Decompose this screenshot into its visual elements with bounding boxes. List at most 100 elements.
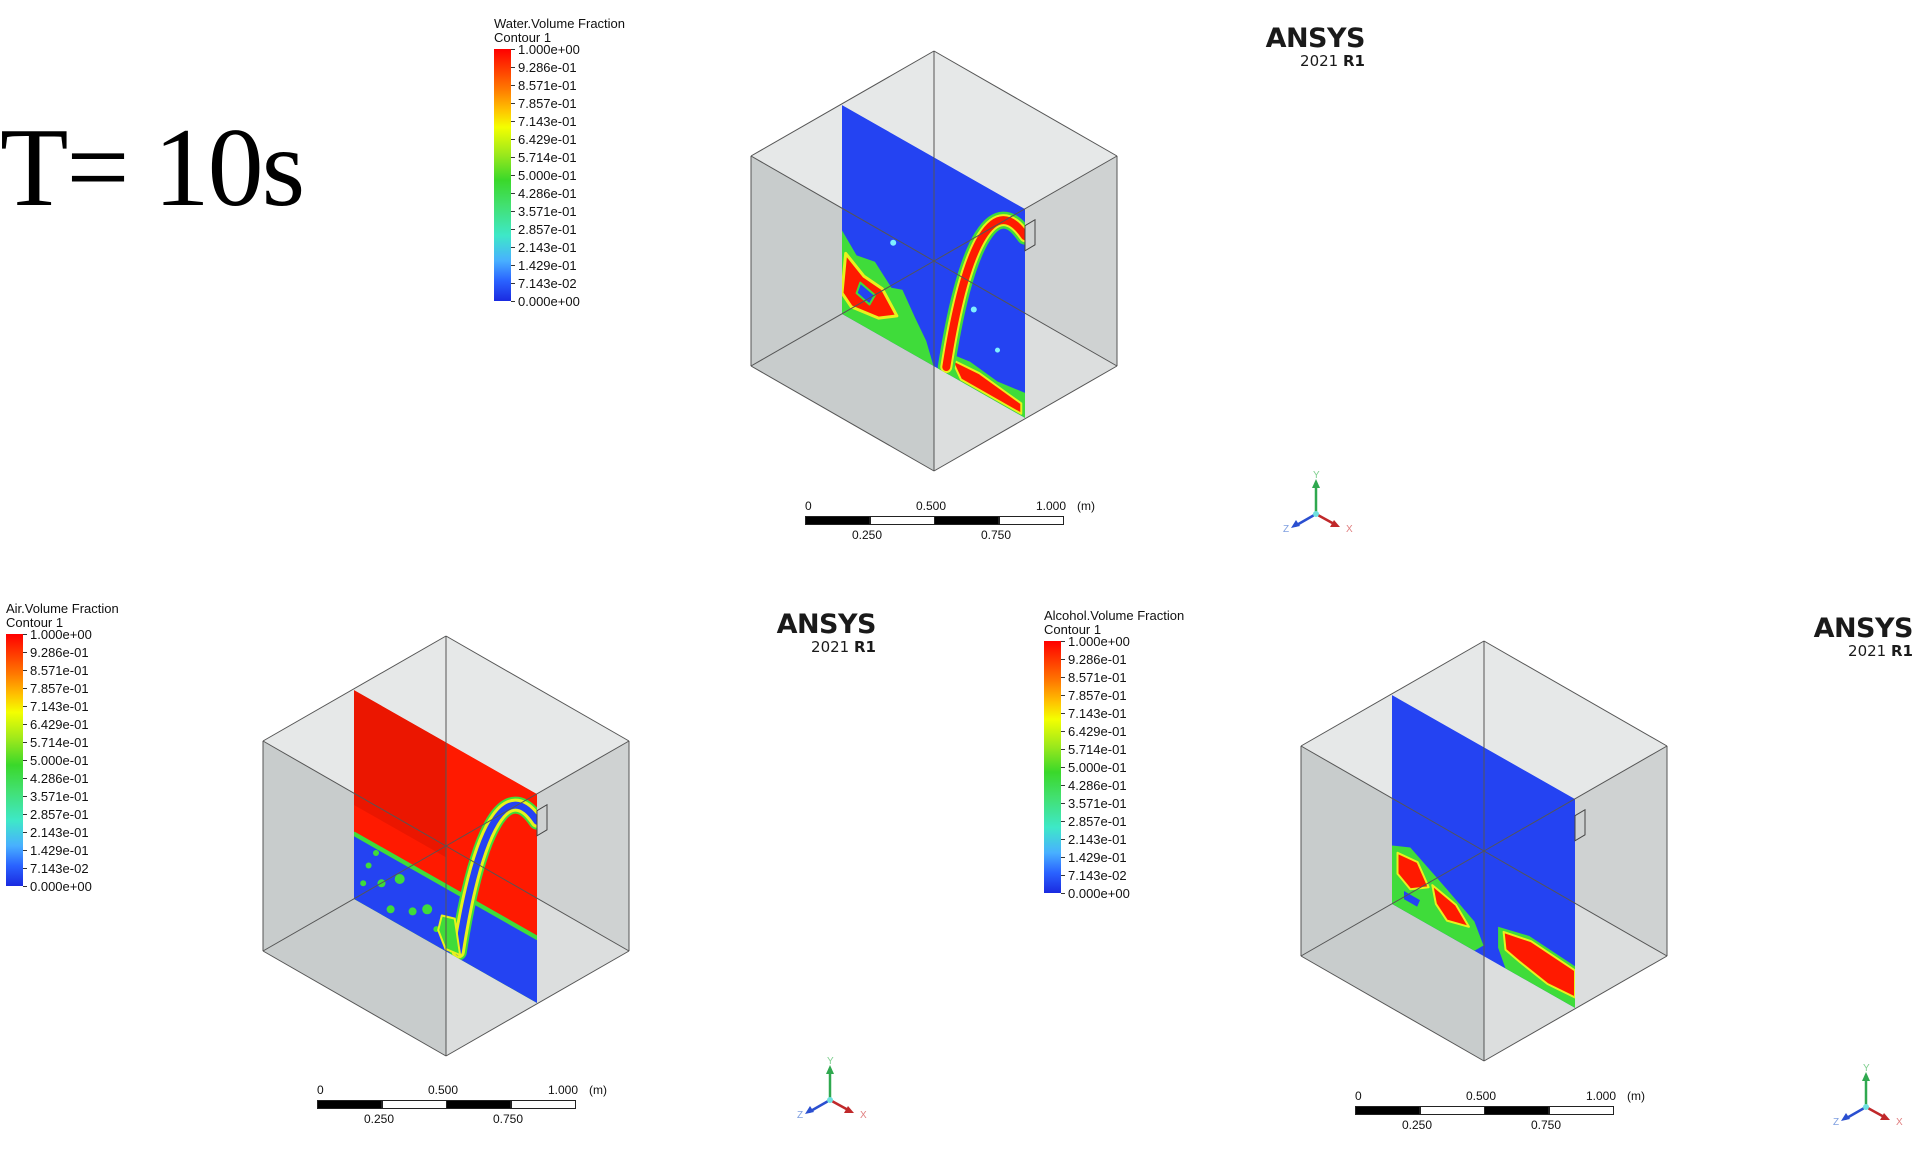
contour-speck xyxy=(394,874,405,884)
legend-level-label: 8.571e-01 xyxy=(1068,670,1127,685)
contour-speck xyxy=(995,347,1000,353)
legend-level-label: 7.143e-01 xyxy=(30,699,89,714)
legend-level-label: 7.857e-01 xyxy=(30,681,89,696)
legend-level-label: 1.429e-01 xyxy=(518,258,577,273)
alcohol-core-right xyxy=(1502,930,1575,999)
legend-level-label: 1.000e+00 xyxy=(518,42,580,57)
legend-subtitle: Contour 1 xyxy=(494,30,552,45)
axis-label-x: X xyxy=(1896,1117,1903,1128)
scale-label: 0.500 xyxy=(428,1083,459,1097)
domain-edge xyxy=(750,365,935,472)
colorbar-tick xyxy=(1061,731,1065,732)
water-jet xyxy=(942,216,1025,371)
logo-version: 2021 R1 xyxy=(1814,643,1913,659)
colorbar-tick xyxy=(23,742,27,743)
legend-level-label: 7.143e-02 xyxy=(518,276,577,291)
legend-level-label: 2.143e-01 xyxy=(30,825,89,840)
legend-title: Air.Volume Fraction xyxy=(6,601,119,616)
legend-level-label: 1.429e-01 xyxy=(30,843,89,858)
colorbar-tick xyxy=(23,868,27,869)
domain-edge xyxy=(750,155,935,262)
scale-segment xyxy=(998,516,1064,525)
legend-level-label: 5.714e-01 xyxy=(30,735,89,750)
contour-speck xyxy=(365,862,372,869)
legend-level-label: 0.000e+00 xyxy=(1068,886,1130,901)
logo-brand: ANSYS xyxy=(1813,613,1914,644)
scale-label: 0.250 xyxy=(852,528,883,542)
scale-segment xyxy=(446,1100,511,1109)
inlet-outline xyxy=(1024,218,1036,252)
colorbar-tick xyxy=(511,301,515,302)
domain-edge xyxy=(933,260,1118,367)
occluded-region xyxy=(354,690,446,857)
legend-level-label: 7.143e-01 xyxy=(518,114,577,129)
domain-edge xyxy=(1483,850,1668,957)
legend-level-label: 8.571e-01 xyxy=(30,663,89,678)
scale-segment xyxy=(805,516,870,525)
domain-edge xyxy=(262,950,447,1057)
colorbar-tick xyxy=(511,85,515,86)
legend-level-label: 2.857e-01 xyxy=(518,222,577,237)
colorbar-tick xyxy=(1061,695,1065,696)
domain-edge xyxy=(262,845,447,952)
colorbar-tick xyxy=(1061,803,1065,804)
scale-unit: (m) xyxy=(1627,1089,1645,1103)
axis-label-z: Z xyxy=(1833,1117,1839,1128)
scale-label: 1.000 xyxy=(1036,499,1067,513)
legend-level-label: 7.857e-01 xyxy=(518,96,577,111)
logo-brand: ANSYS xyxy=(776,609,877,640)
colorbar-tick xyxy=(1061,713,1065,714)
domain-edge xyxy=(445,845,630,952)
colorbar-tick xyxy=(23,796,27,797)
domain-edge xyxy=(1300,640,1485,747)
scale-label: 0.250 xyxy=(1402,1118,1433,1132)
colorbar xyxy=(6,634,23,886)
scale-label: 0 xyxy=(805,499,812,513)
colorbar-tick xyxy=(511,157,515,158)
scale-segment xyxy=(1484,1106,1549,1115)
legend-level-label: 4.286e-01 xyxy=(1068,778,1127,793)
logo-year: 2021 xyxy=(811,638,850,656)
legend-level-label: 2.143e-01 xyxy=(518,240,577,255)
domain-edge xyxy=(262,740,447,847)
axis-triad-icon: YXZ xyxy=(1283,470,1353,535)
colorbar-tick xyxy=(23,688,27,689)
colorbar-tick xyxy=(1061,641,1065,642)
axis-label-y: Y xyxy=(827,1056,834,1067)
colorbar-tick xyxy=(23,850,27,851)
scale-segment xyxy=(1419,1106,1485,1115)
legend-level-label: 9.286e-01 xyxy=(518,60,577,75)
legend-level-label: 8.571e-01 xyxy=(518,78,577,93)
legend-level-label: 9.286e-01 xyxy=(1068,652,1127,667)
legend-level-label: 7.143e-01 xyxy=(1068,706,1127,721)
colorbar-tick xyxy=(511,265,515,266)
colorbar-tick xyxy=(23,706,27,707)
colorbar-tick xyxy=(1061,821,1065,822)
logo-release: R1 xyxy=(854,638,876,656)
domain-edge xyxy=(933,50,1118,157)
axis-triad-icon: YXZ xyxy=(797,1056,867,1121)
legend-level-label: 1.000e+00 xyxy=(30,627,92,642)
domain-edge xyxy=(750,50,935,157)
contour-panel xyxy=(262,635,630,1057)
scale-label: 0.750 xyxy=(981,528,1012,542)
legend-level-label: 9.286e-01 xyxy=(30,645,89,660)
logo-release: R1 xyxy=(1343,52,1365,70)
domain-edge xyxy=(445,740,630,847)
logo-year: 2021 xyxy=(1300,52,1339,70)
domain-edge xyxy=(1483,955,1668,1062)
colorbar-tick xyxy=(1061,659,1065,660)
contour-speck xyxy=(970,306,977,313)
scale-unit: (m) xyxy=(589,1083,607,1097)
legend-level-label: 7.857e-01 xyxy=(1068,688,1127,703)
legend-level-label: 7.143e-02 xyxy=(1068,868,1127,883)
axis-triad-icon: YXZ xyxy=(1833,1063,1903,1128)
scale-segment xyxy=(317,1100,382,1109)
